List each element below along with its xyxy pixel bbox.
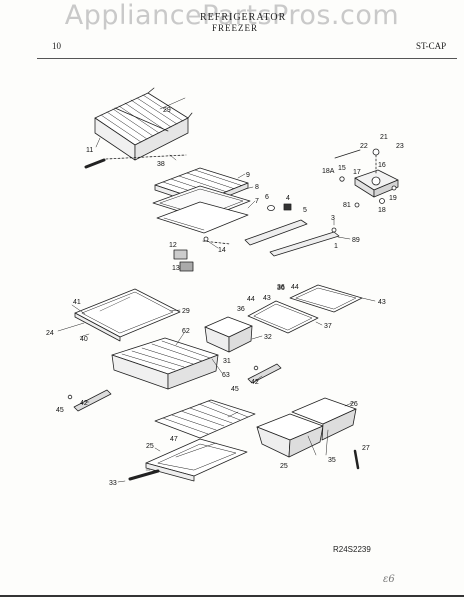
- callout-44-a: 44: [247, 296, 255, 303]
- callout-18a: 18A: [322, 168, 335, 175]
- callout-16: 16: [378, 162, 386, 169]
- top-grille-shelf: [94, 87, 193, 161]
- pan-divider-27: [353, 449, 360, 470]
- callout-7: 7: [255, 198, 259, 205]
- shelf-support-rod-38: [84, 154, 187, 169]
- callout-89: 89: [352, 237, 360, 244]
- callout-18: 18: [378, 207, 386, 214]
- callout-29: 29: [163, 107, 171, 114]
- watermark: AppliancePartsPros.com: [64, 0, 400, 31]
- crisper-slide-rail: [202, 219, 308, 246]
- callout-24: 24: [46, 330, 54, 337]
- callout-13: 13: [172, 265, 180, 272]
- callout-32: 32: [264, 334, 272, 341]
- callout-12: 12: [169, 242, 177, 249]
- callout-47: 47: [170, 436, 178, 443]
- callout-31: 31: [223, 358, 231, 365]
- callout-1: 1: [334, 243, 338, 250]
- lower-crisper-cover: [154, 399, 256, 439]
- lower-crisper-frame: [145, 438, 248, 482]
- callout-63: 63: [222, 372, 230, 379]
- callout-43-b: 43: [378, 299, 386, 306]
- callout-9: 9: [246, 172, 250, 179]
- crisper-pan-right: [291, 397, 357, 441]
- callout-35: 35: [328, 457, 336, 464]
- callout-4: 4: [286, 195, 290, 202]
- crisper-pan-left: [256, 413, 324, 458]
- callout-26: 26: [350, 401, 358, 408]
- slide-rail-right: [247, 363, 282, 384]
- drawing-code: R24S2239: [333, 545, 371, 554]
- callout-41: 41: [73, 299, 81, 306]
- callout-6: 6: [265, 194, 269, 201]
- callout-37: 37: [324, 323, 332, 330]
- callout-5: 5: [303, 207, 307, 214]
- callout-36-c: 36: [277, 284, 285, 291]
- control-housing: [334, 148, 399, 208]
- callout-leaders: [57, 97, 376, 483]
- callout-45-left: 45: [56, 407, 64, 414]
- callout-42-left: 42: [80, 400, 88, 407]
- glass-shelf-middle: [247, 300, 319, 334]
- callout-labels: 29 11 38 9 8 7 6 4 5 12 13 14 3 1 89 22 …: [46, 107, 404, 487]
- callout-42-right: 42: [251, 379, 259, 386]
- callout-23: 23: [396, 143, 404, 150]
- section-code: ST-CAP: [416, 41, 447, 51]
- slide-rail-left: [67, 389, 112, 412]
- shelf-rail-89: [269, 227, 340, 257]
- rail-end-cap: [267, 203, 292, 211]
- callout-25-bottom: 25: [280, 463, 288, 470]
- callout-15: 15: [338, 165, 346, 172]
- callout-33: 33: [109, 480, 117, 487]
- callout-14: 14: [218, 247, 226, 254]
- callout-40: 40: [80, 336, 88, 343]
- crisper-cover-support: [156, 201, 249, 234]
- glass-shelf-right: [289, 284, 363, 313]
- page-number: 10: [52, 41, 61, 51]
- header-rule: [37, 58, 457, 59]
- callout-45-right: 45: [231, 386, 239, 393]
- handwritten-initials: ε6: [383, 574, 395, 585]
- footer-rule: [0, 595, 464, 597]
- callout-21: 21: [380, 134, 388, 141]
- callout-19: 19: [389, 195, 397, 202]
- callout-29-lower: 29: [182, 308, 190, 315]
- glass-shelf-left: [74, 288, 181, 342]
- diagram-title: REFRIGERATOR: [200, 12, 287, 23]
- callout-62: 62: [182, 328, 190, 335]
- callout-44-b: 44: [291, 284, 299, 291]
- callout-3: 3: [331, 215, 335, 222]
- callout-17: 17: [353, 169, 361, 176]
- diagram-subtitle: FREEZER: [212, 23, 259, 33]
- callout-22: 22: [360, 143, 368, 150]
- callout-36-b: 36: [277, 285, 285, 292]
- callout-43-a: 43: [263, 295, 271, 302]
- callout-8: 8: [255, 184, 259, 191]
- rail-clips: [173, 236, 209, 272]
- frame-support-rod-33: [128, 469, 160, 481]
- small-storage-bin: [204, 316, 253, 353]
- callout-25-top: 25: [146, 443, 154, 450]
- callout-27: 27: [362, 445, 370, 452]
- meat-keeper-tray: [111, 337, 219, 390]
- callout-81: 81: [343, 202, 351, 209]
- callout-38: 38: [157, 161, 165, 168]
- callout-11: 11: [86, 147, 93, 154]
- callout-36-a: 36: [237, 306, 245, 313]
